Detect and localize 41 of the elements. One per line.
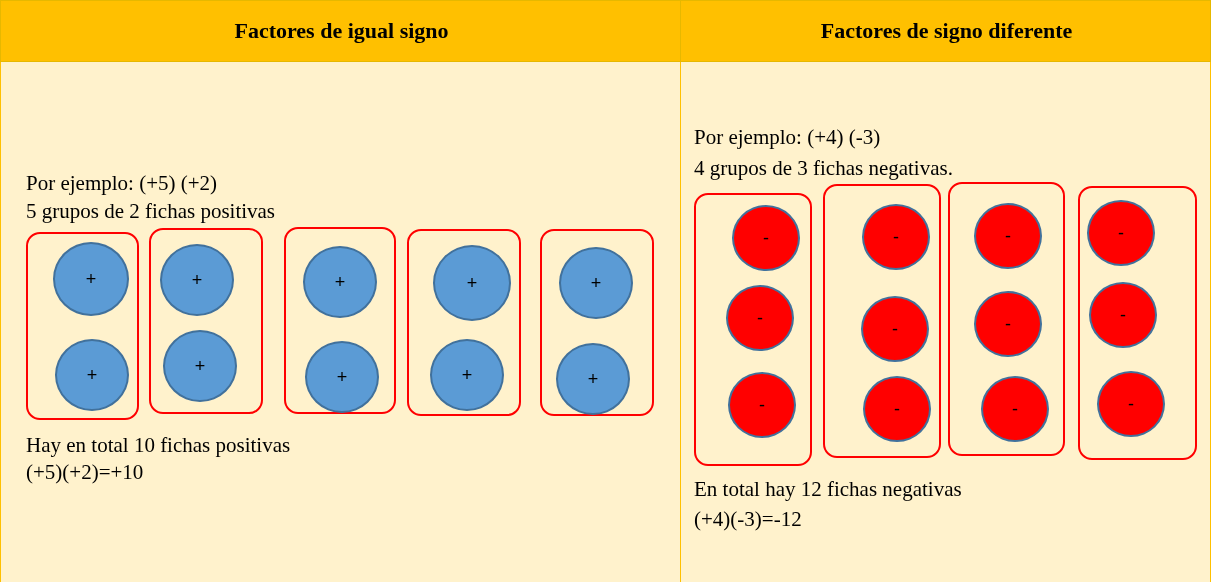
counter-chip: - [1087,200,1155,266]
counter-chip: - [974,291,1042,357]
chip-group-frame [284,227,396,414]
counter-chip: - [974,203,1042,269]
counter-chip: - [1089,282,1157,348]
chip-group-frame [948,182,1065,456]
text-line: Hay en total 10 fichas positivas [26,432,291,458]
chip-group-frame [149,228,263,414]
counter-chip: - [861,296,929,362]
chip-group-frame [407,229,521,416]
counter-chip: - [732,205,800,271]
counter-chip: + [53,242,129,316]
counter-chip: - [726,285,794,351]
chip-group-frame [1078,186,1197,460]
column-header: Factores de signo diferente [819,18,1074,44]
counter-chip: - [728,372,796,438]
counter-chip: + [163,330,237,402]
counter-chip: + [303,246,377,318]
counter-chip: - [981,376,1049,442]
counter-chip: + [55,339,129,411]
chip-group-frame [540,229,654,416]
counter-chip: - [863,376,931,442]
text-line: Por ejemplo: (+4) (-3) [694,124,881,150]
chip-group-frame [26,232,139,420]
counter-chip: + [433,245,511,321]
text-line: Por ejemplo: (+5) (+2) [26,170,218,196]
column-header: Factores de igual signo [233,18,450,44]
counter-chip: - [1097,371,1165,437]
chip-group-frame [694,193,812,466]
text-line: 4 grupos de 3 fichas negativas. [694,155,953,181]
chip-group-frame [823,184,941,458]
counter-chip: + [430,339,504,411]
counter-chip: + [160,244,234,316]
counter-chip: - [862,204,930,270]
text-line: (+4)(-3)=-12 [694,506,802,532]
text-line: En total hay 12 fichas negativas [694,476,962,502]
counter-chip: + [559,247,633,319]
counter-chip: + [305,341,379,413]
counter-chip: + [556,343,630,415]
text-line: (+5)(+2)=+10 [26,459,144,485]
text-line: 5 grupos de 2 fichas positivas [26,198,276,224]
